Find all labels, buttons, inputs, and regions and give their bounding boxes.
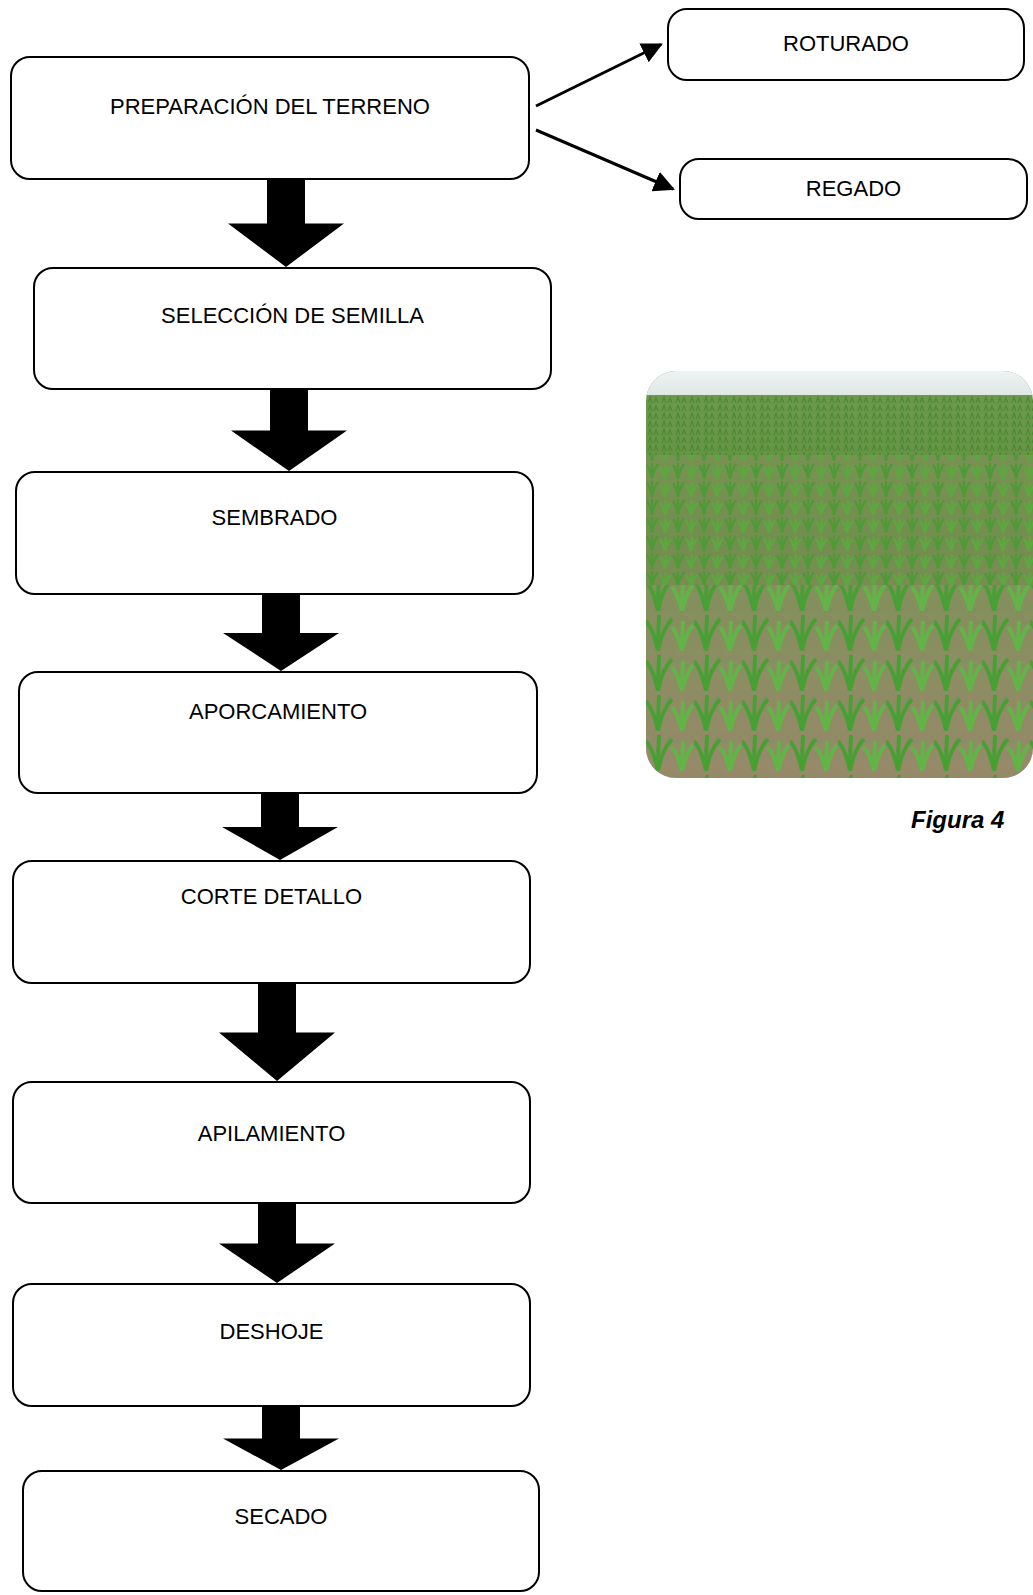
cornfield-photo (646, 371, 1033, 778)
step-label: APILAMIENTO (198, 1121, 346, 1147)
step-label: CORTE DETALLO (181, 884, 362, 910)
process-box: APORCAMIENTO (18, 671, 538, 794)
figure-caption: Figura 4 (911, 806, 1004, 834)
step-label: PREPARACIÓN DEL TERRENO (110, 94, 430, 120)
block-arrow (231, 390, 347, 471)
block-arrow (228, 180, 344, 267)
process-box: APILAMIENTO (12, 1081, 531, 1204)
block-arrow (223, 1407, 339, 1470)
thin-arrow (536, 45, 661, 107)
step-label: APORCAMIENTO (189, 699, 367, 725)
process-box: DESHOJE (12, 1283, 531, 1407)
process-box: CORTE DETALLO (12, 860, 531, 984)
step-label: REGADO (806, 176, 901, 202)
step-label: DESHOJE (220, 1319, 324, 1345)
process-box: REGADO (679, 158, 1028, 220)
process-box: ROTURADO (667, 8, 1025, 81)
process-box: PREPARACIÓN DEL TERRENO (10, 56, 530, 180)
step-label: ROTURADO (783, 31, 909, 57)
block-arrow (219, 1204, 335, 1283)
process-box: SECADO (22, 1470, 540, 1592)
block-arrow (223, 595, 339, 671)
process-box: SEMBRADO (15, 471, 534, 595)
step-label: SEMBRADO (212, 505, 338, 531)
block-arrow (219, 984, 335, 1081)
step-label: SECADO (235, 1504, 328, 1530)
block-arrow (222, 794, 338, 860)
step-label: SELECCIÓN DE SEMILLA (161, 303, 424, 329)
thin-arrow (536, 130, 673, 189)
process-box: SELECCIÓN DE SEMILLA (33, 267, 552, 390)
